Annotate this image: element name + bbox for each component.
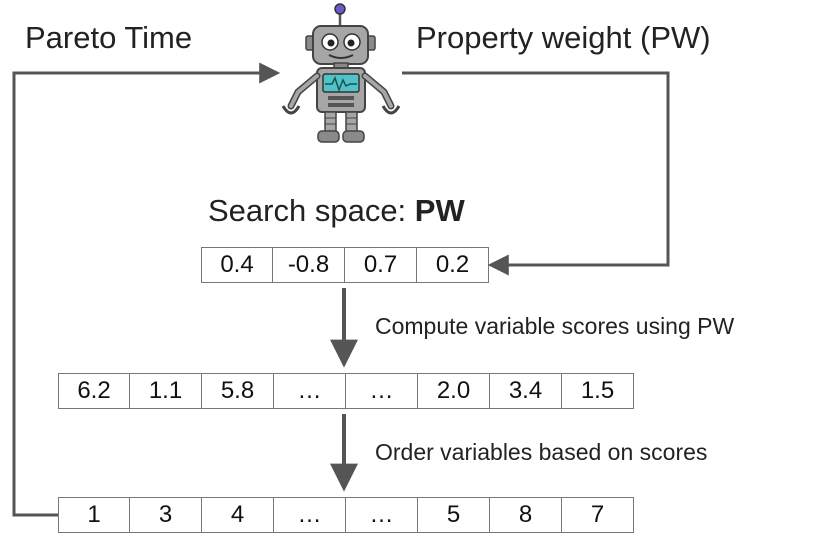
score-cell: 3.4 bbox=[490, 373, 562, 409]
score-cell: 2.0 bbox=[418, 373, 490, 409]
search-space-bold: PW bbox=[414, 193, 465, 228]
order-step-label: Order variables based on scores bbox=[375, 439, 708, 465]
order-cell: 8 bbox=[490, 497, 562, 533]
property-weight-arrow bbox=[402, 71, 670, 276]
property-weight-label: Property weight (PW) bbox=[416, 20, 711, 55]
weight-cell: 0.4 bbox=[201, 247, 273, 283]
order-cell: 1 bbox=[58, 497, 130, 533]
search-space-prefix: Search space: bbox=[208, 193, 415, 228]
score-cell: 1.1 bbox=[130, 373, 202, 409]
weight-cell: 0.7 bbox=[345, 247, 417, 283]
score-cell: … bbox=[274, 373, 346, 409]
order-cell: 3 bbox=[130, 497, 202, 533]
compute-step-label: Compute variable scores using PW bbox=[375, 313, 735, 339]
search-space-label: Search space: PW bbox=[208, 193, 465, 229]
score-cell: … bbox=[346, 373, 418, 409]
pareto-time-label: Pareto Time bbox=[25, 20, 193, 55]
score-cell: 5.8 bbox=[202, 373, 274, 409]
order-cell: 5 bbox=[418, 497, 490, 533]
feedback-loop-arrow bbox=[12, 62, 281, 517]
order-cell: … bbox=[274, 497, 346, 533]
score-cell: 1.5 bbox=[562, 373, 634, 409]
weight-cell: -0.8 bbox=[273, 247, 345, 283]
score-cell: 6.2 bbox=[58, 373, 130, 409]
weight-cell: 0.2 bbox=[417, 247, 489, 283]
order-cell: … bbox=[346, 497, 418, 533]
order-cell: 4 bbox=[202, 497, 274, 533]
order-cell: 7 bbox=[562, 497, 634, 533]
